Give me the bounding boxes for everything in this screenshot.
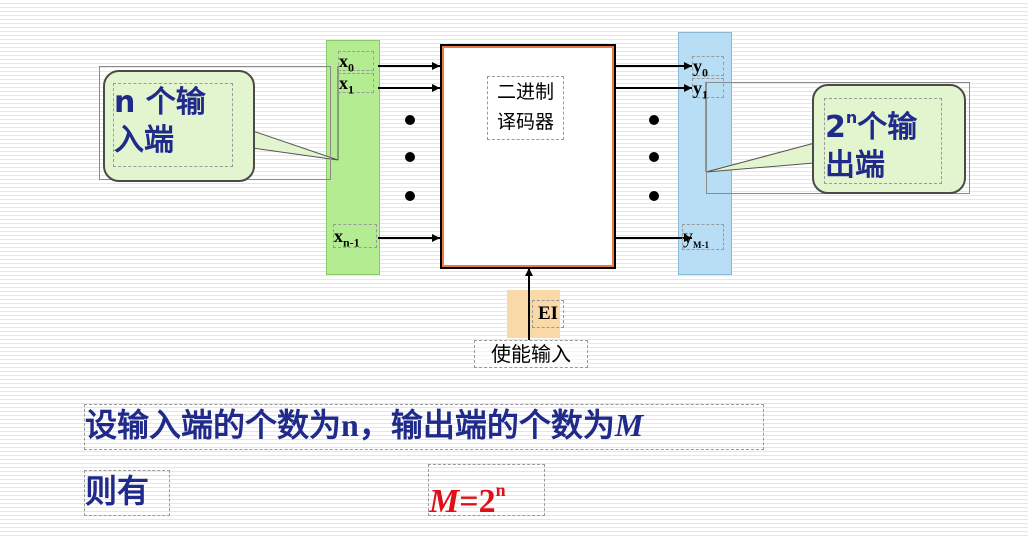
output-label-ym: yM-1 <box>682 224 724 250</box>
output-label-y0: y0 <box>692 56 724 80</box>
y1-base: y <box>693 78 702 98</box>
statement-line2: 则有 <box>84 470 170 516</box>
input-label-x1: x1 <box>338 73 374 97</box>
left-callout-text: n 个输 入端 <box>113 83 233 167</box>
input-dot-3 <box>405 191 415 201</box>
enable-pin-label: EI <box>532 300 564 328</box>
y1-sub: 1 <box>702 87 708 102</box>
ym-base: y <box>683 226 693 248</box>
input-dot-2 <box>405 152 415 162</box>
output-dot-3 <box>649 191 659 201</box>
enable-label: 使能输入 <box>474 340 588 368</box>
statement-part-a: 设输入端的个数为 <box>85 406 342 444</box>
statement-n: n <box>341 407 359 443</box>
formula-m: M <box>429 483 460 520</box>
statement-part-b: ，输出端的个数为 <box>358 406 615 444</box>
input-label-xn: xn-1 <box>333 224 377 250</box>
xn-base: x <box>334 226 343 246</box>
statement-line1: 设输入端的个数为n，输出端的个数为M <box>84 404 764 450</box>
input-dot-1 <box>405 115 415 125</box>
enable-band <box>507 290 560 338</box>
y0-sub: 0 <box>702 65 708 80</box>
formula-eq: =2 <box>459 483 496 520</box>
decoder-label: 二进制 译码器 <box>487 76 564 140</box>
right-callout-line1: 2n个输 <box>825 99 941 147</box>
right-callout-two: 2 <box>825 110 846 145</box>
output-label-y1: y1 <box>692 78 724 102</box>
decoder-label-line1: 二进制 <box>496 81 554 103</box>
left-callout-line1: n 个输 <box>114 85 206 120</box>
left-callout-bubble <box>103 70 255 182</box>
right-callout-rest: 个输 <box>857 110 918 145</box>
ym-sub: M-1 <box>693 240 709 250</box>
output-dot-2 <box>649 152 659 162</box>
right-callout-line2: 出端 <box>825 148 885 183</box>
y0-base: y <box>693 56 702 76</box>
xn-sub: n-1 <box>343 235 360 250</box>
x1-sub: 1 <box>348 82 354 97</box>
right-callout-bubble <box>812 84 966 194</box>
output-dot-1 <box>649 115 659 125</box>
x0-sub: 0 <box>348 60 354 75</box>
input-label-x0: x0 <box>338 51 374 75</box>
formula: M=2n <box>428 464 545 520</box>
statement-m: M <box>614 407 644 443</box>
right-callout-exp: n <box>845 108 858 127</box>
left-callout-line2: 入端 <box>114 123 174 158</box>
decoder-label-line2: 译码器 <box>496 111 554 133</box>
right-callout-text: 2n个输 出端 <box>824 98 942 184</box>
x1-base: x <box>339 73 348 93</box>
x0-base: x <box>339 51 348 71</box>
formula-exp: n <box>495 480 506 500</box>
